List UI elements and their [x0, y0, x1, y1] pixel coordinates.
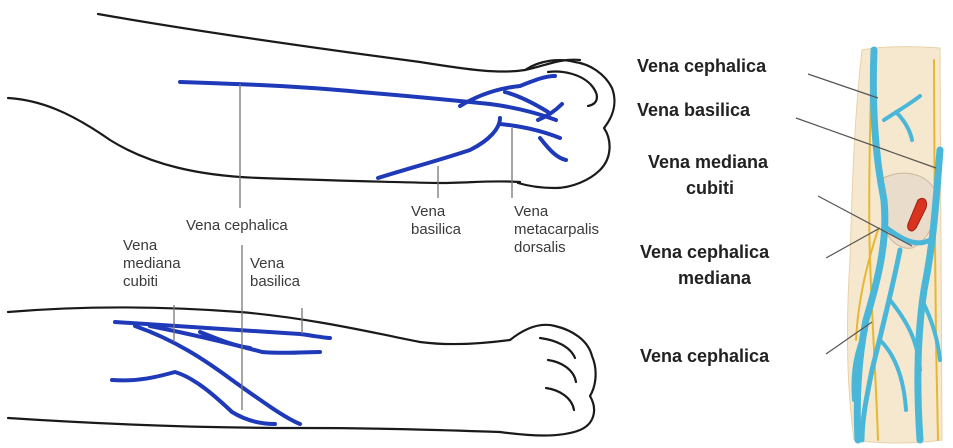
label-inset-mediana-cubiti-2: cubiti	[686, 178, 734, 198]
bottom-fist-outline	[500, 325, 596, 436]
label-inset-cephalica-bottom: Vena cephalica	[640, 346, 770, 366]
label-top-metacarpalis-2: metacarpalis	[514, 221, 599, 238]
label-inset-cephalica-top: Vena cephalica	[637, 56, 767, 76]
elbow-inset: Vena cephalica Vena basilica Vena median…	[637, 47, 942, 443]
top-vena-basilica-line	[378, 118, 500, 178]
label-bottom-basilica-1: Vena	[250, 255, 285, 272]
bottom-vein-lower	[112, 372, 275, 424]
top-vein-branch-3	[500, 124, 560, 138]
bottom-arm: Vena mediana cubiti Vena basilica	[8, 237, 596, 436]
label-bottom-mediana-1: Vena	[123, 237, 158, 254]
label-top-metacarpalis-3: dorsalis	[514, 239, 566, 256]
label-bottom-basilica-2: basilica	[250, 273, 301, 290]
top-arm: Vena cephalica Vena basilica Vena metaca…	[8, 14, 614, 256]
top-arm-lower-outline	[8, 98, 520, 183]
label-inset-basilica: Vena basilica	[637, 100, 751, 120]
bottom-fist-fingers	[540, 338, 576, 410]
bottom-arm-upper-outline	[8, 308, 510, 345]
label-top-vena-basilica-1: Vena	[411, 203, 446, 220]
label-top-vena-basilica-2: basilica	[411, 221, 462, 238]
label-inset-cephalica-mediana-2: mediana	[678, 268, 752, 288]
label-bottom-mediana-2: mediana	[123, 255, 181, 272]
label-top-vena-cephalica: Vena cephalica	[186, 217, 288, 234]
top-arm-upper-outline	[98, 14, 580, 72]
label-inset-cephalica-mediana-1: Vena cephalica	[640, 242, 770, 262]
label-inset-mediana-cubiti-1: Vena mediana	[648, 152, 769, 172]
top-vein-branch-4	[540, 138, 566, 160]
label-top-metacarpalis-1: Vena	[514, 203, 549, 220]
label-bottom-mediana-3: cubiti	[123, 273, 158, 290]
